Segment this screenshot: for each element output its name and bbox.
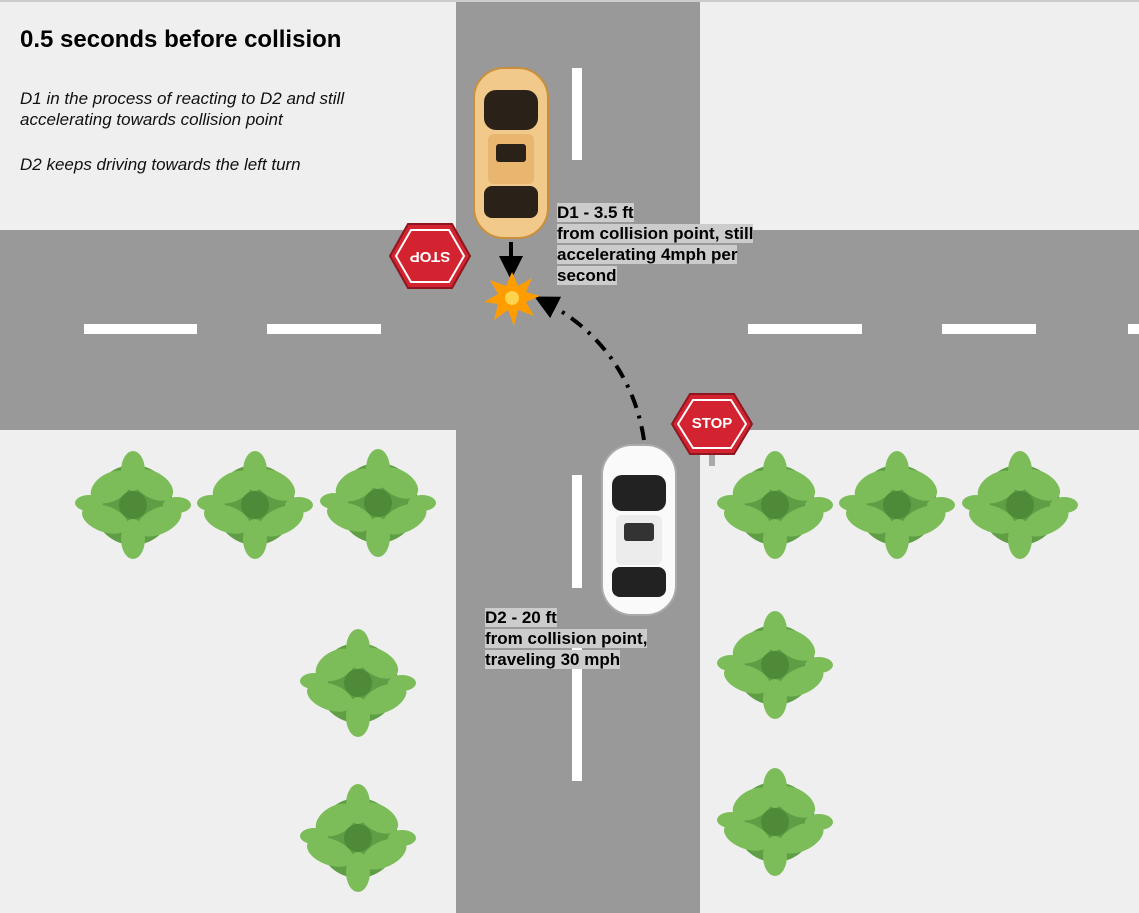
lane-dash — [572, 648, 582, 781]
stop-sign-text: STOP — [691, 415, 733, 432]
lane-dash — [572, 475, 582, 588]
lane-dash — [267, 324, 381, 334]
d1-label-line: accelerating 4mph per — [557, 245, 738, 264]
stop-sign-text: STOP — [409, 248, 451, 265]
d2-path-arrow — [534, 296, 646, 441]
lane-dash — [748, 324, 862, 334]
lane-dash — [84, 324, 197, 334]
d2-label-line: traveling 30 mph — [485, 650, 621, 669]
note-d1: D1 in the process of reacting to D2 and … — [20, 89, 345, 129]
stop-sign-post — [709, 454, 715, 466]
collision-point-icon — [484, 272, 540, 326]
lane-dash — [942, 324, 1036, 334]
stop-sign-right: STOP — [670, 392, 754, 456]
lane-dash — [572, 68, 582, 160]
d2-car — [601, 444, 677, 616]
note-d2: D2 keeps driving towards the left turn — [20, 155, 301, 174]
d1-label: D1 - 3.5 ft from collision point, still … — [557, 202, 754, 286]
d1-label-line: D1 - 3.5 ft — [557, 203, 634, 222]
stop-sign-icon — [388, 223, 472, 289]
d2-label-line: D2 - 20 ft — [485, 608, 557, 627]
page-title: 0.5 seconds before collision — [20, 26, 342, 53]
lane-dash — [1128, 324, 1139, 334]
d1-car — [473, 67, 549, 239]
stop-sign-left: STOP — [388, 222, 472, 290]
stop-sign-icon — [670, 393, 754, 455]
d1-label-line: second — [557, 266, 617, 285]
d2-label-line: from collision point, — [485, 629, 648, 648]
d2-label: D2 - 20 ft from collision point, traveli… — [485, 607, 648, 670]
top-border — [0, 0, 1139, 2]
d1-label-line: from collision point, still — [557, 224, 754, 243]
